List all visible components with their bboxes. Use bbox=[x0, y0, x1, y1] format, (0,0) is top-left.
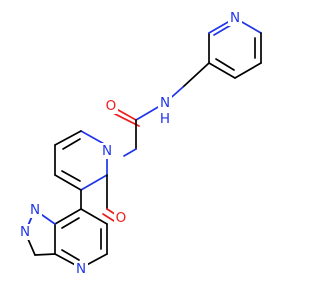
label-bg-amide-n bbox=[158, 95, 172, 111]
bond-lines bbox=[24, 17, 262, 269]
label-bg-carbonyl-o-top bbox=[104, 98, 118, 114]
atom-label-pyrimidine-n: N bbox=[76, 261, 86, 277]
bond-c4-ring-n bbox=[80, 174, 108, 191]
label-bg-pyrazole-n1 bbox=[28, 202, 42, 218]
atom-label-carbonyl-o-top: O bbox=[106, 98, 117, 114]
label-bg-pyrazole-n2 bbox=[18, 224, 32, 240]
atom-label-ring-n: N bbox=[102, 143, 112, 159]
bond-fused-inner-bottom bbox=[61, 249, 80, 261]
bond-pyridine-inner-top bbox=[213, 24, 232, 36]
bond-inner-left-bottom bbox=[61, 170, 81, 182]
bond-pyridine-ch2 bbox=[182, 62, 210, 88]
bond-ring-n-c1 bbox=[80, 130, 107, 146]
atom-label-pyrazole-n2: N bbox=[20, 224, 30, 240]
atom-label-carbonyl-o-bottom: O bbox=[116, 210, 127, 226]
atom-label-amide-n: N bbox=[160, 95, 170, 111]
bond-carbonyl-c-o-2 bbox=[110, 111, 140, 127]
bond-pyridine-bottom-left bbox=[208, 62, 236, 79]
bond-pyridine-inner-bottom bbox=[215, 58, 235, 71]
bond-lower-carbonyl-o-2 bbox=[102, 213, 115, 222]
atom-label-pyrazole-n1: N bbox=[30, 202, 40, 218]
label-bg-ring-n bbox=[100, 143, 114, 159]
atom-label-pyridine-n: N bbox=[230, 10, 240, 26]
label-bg-pyridine-n bbox=[228, 10, 242, 26]
bond-ch2-ring-n bbox=[123, 148, 137, 157]
bond-pyrazole-c-c bbox=[34, 253, 56, 256]
bond-c3-c4 bbox=[54, 174, 82, 191]
bond-c1-c2 bbox=[54, 130, 82, 146]
bond-fused-lower-right bbox=[80, 208, 108, 225]
atom-label-amide-h: H bbox=[160, 111, 170, 127]
label-bg-pyrimidine-n bbox=[74, 261, 88, 277]
chemical-structure-diagram: N N H O N O N N N bbox=[18, 10, 262, 277]
label-bg-carbonyl-o-bottom bbox=[114, 210, 128, 226]
bond-pyridine-bottom-right bbox=[234, 62, 262, 79]
bond-fused-inner-top bbox=[61, 217, 80, 229]
bond-fused-top-left bbox=[54, 208, 82, 225]
bond-inner-left-top bbox=[62, 138, 81, 150]
